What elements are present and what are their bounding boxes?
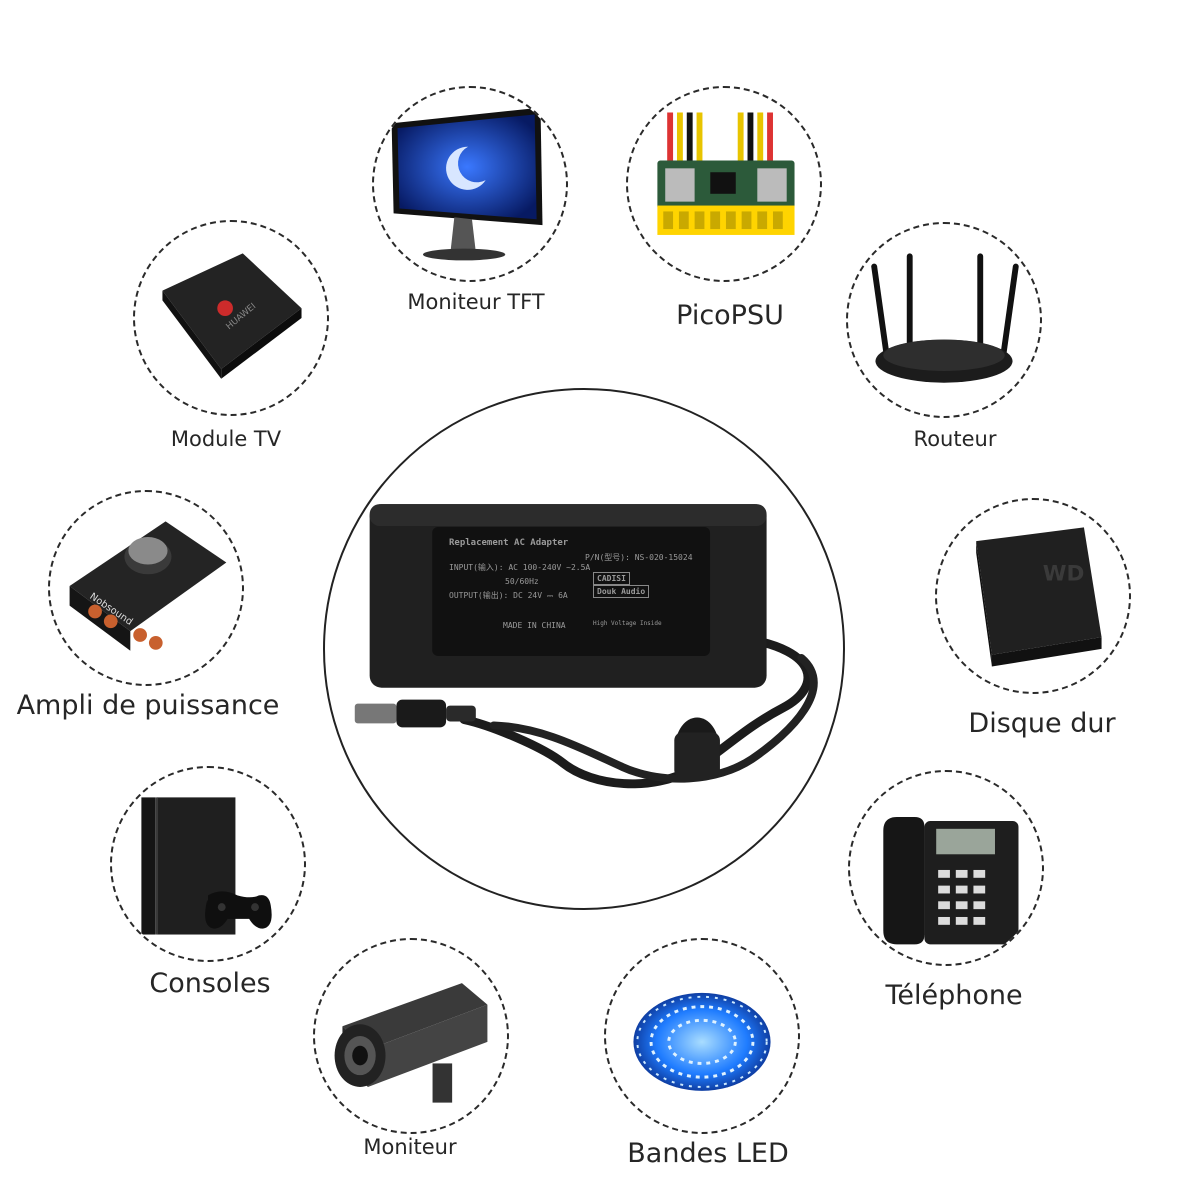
led-strip-icon [633,992,771,1091]
tv-box-icon: HUAWEI [162,253,302,379]
telephone-circle [848,770,1044,966]
moniteur-label: Moniteur [363,1135,457,1159]
telephone-label: Téléphone [885,980,1023,1011]
power-adapter-circle: Replacement AC Adapter P/N(型号): NS-020-1… [323,388,845,910]
adapter-label-pn: P/N(型号): NS-020-15024 [585,553,693,562]
module-tv-label: Module TV [170,427,282,451]
monitor-icon [391,107,543,261]
hard-drive-icon: WD [976,527,1102,667]
desk-phone-icon [883,817,1019,945]
hard-drive-logo: WD [1043,561,1085,586]
power-adapter-icon [354,504,818,789]
bandes-led-label: Bandes LED [627,1138,789,1169]
ampli-label: Ampli de puissance [16,690,280,721]
adapter-label-made: MADE IN CHINA [503,621,566,630]
adapter-label-freq: 50/60Hz [505,577,539,586]
moniteur-tft-circle [372,86,568,282]
moniteur-circle [313,938,509,1134]
adapter-label-brand-2: Douk Audio [593,585,650,598]
adapter-label-warning: High Voltage Inside [593,620,662,627]
amplifier-icon: Nobsound [69,521,227,651]
disque-dur-label: Disque dur [968,708,1116,739]
picopsu-label: PicoPSU [676,300,784,331]
security-camera-icon [334,983,488,1103]
module-tv-circle: HUAWEI [133,220,329,416]
adapter-label-panel: Replacement AC Adapter P/N(型号): NS-020-1… [435,532,711,654]
router-icon [871,253,1019,383]
game-console-icon [141,797,272,935]
adapter-label-input: INPUT(输入): AC 100-240V ~2.5A [449,563,591,572]
consoles-label: Consoles [149,968,271,999]
picopsu-circle [626,86,822,282]
pico-psu-board-icon [657,112,795,235]
routeur-circle [846,222,1042,418]
consoles-circle [110,766,306,962]
ampli-circle: Nobsound [48,490,244,686]
adapter-label-brand-1: CADISI [593,572,630,585]
bandes-led-circle [604,938,800,1134]
adapter-label-output: OUTPUT(输出): DC 24V ⎓ 6A [449,591,568,600]
routeur-label: Routeur [913,427,997,451]
disque-dur-circle: WD [935,498,1131,694]
adapter-label-title: Replacement AC Adapter [449,538,569,548]
moniteur-tft-label: Moniteur TFT [407,290,545,314]
